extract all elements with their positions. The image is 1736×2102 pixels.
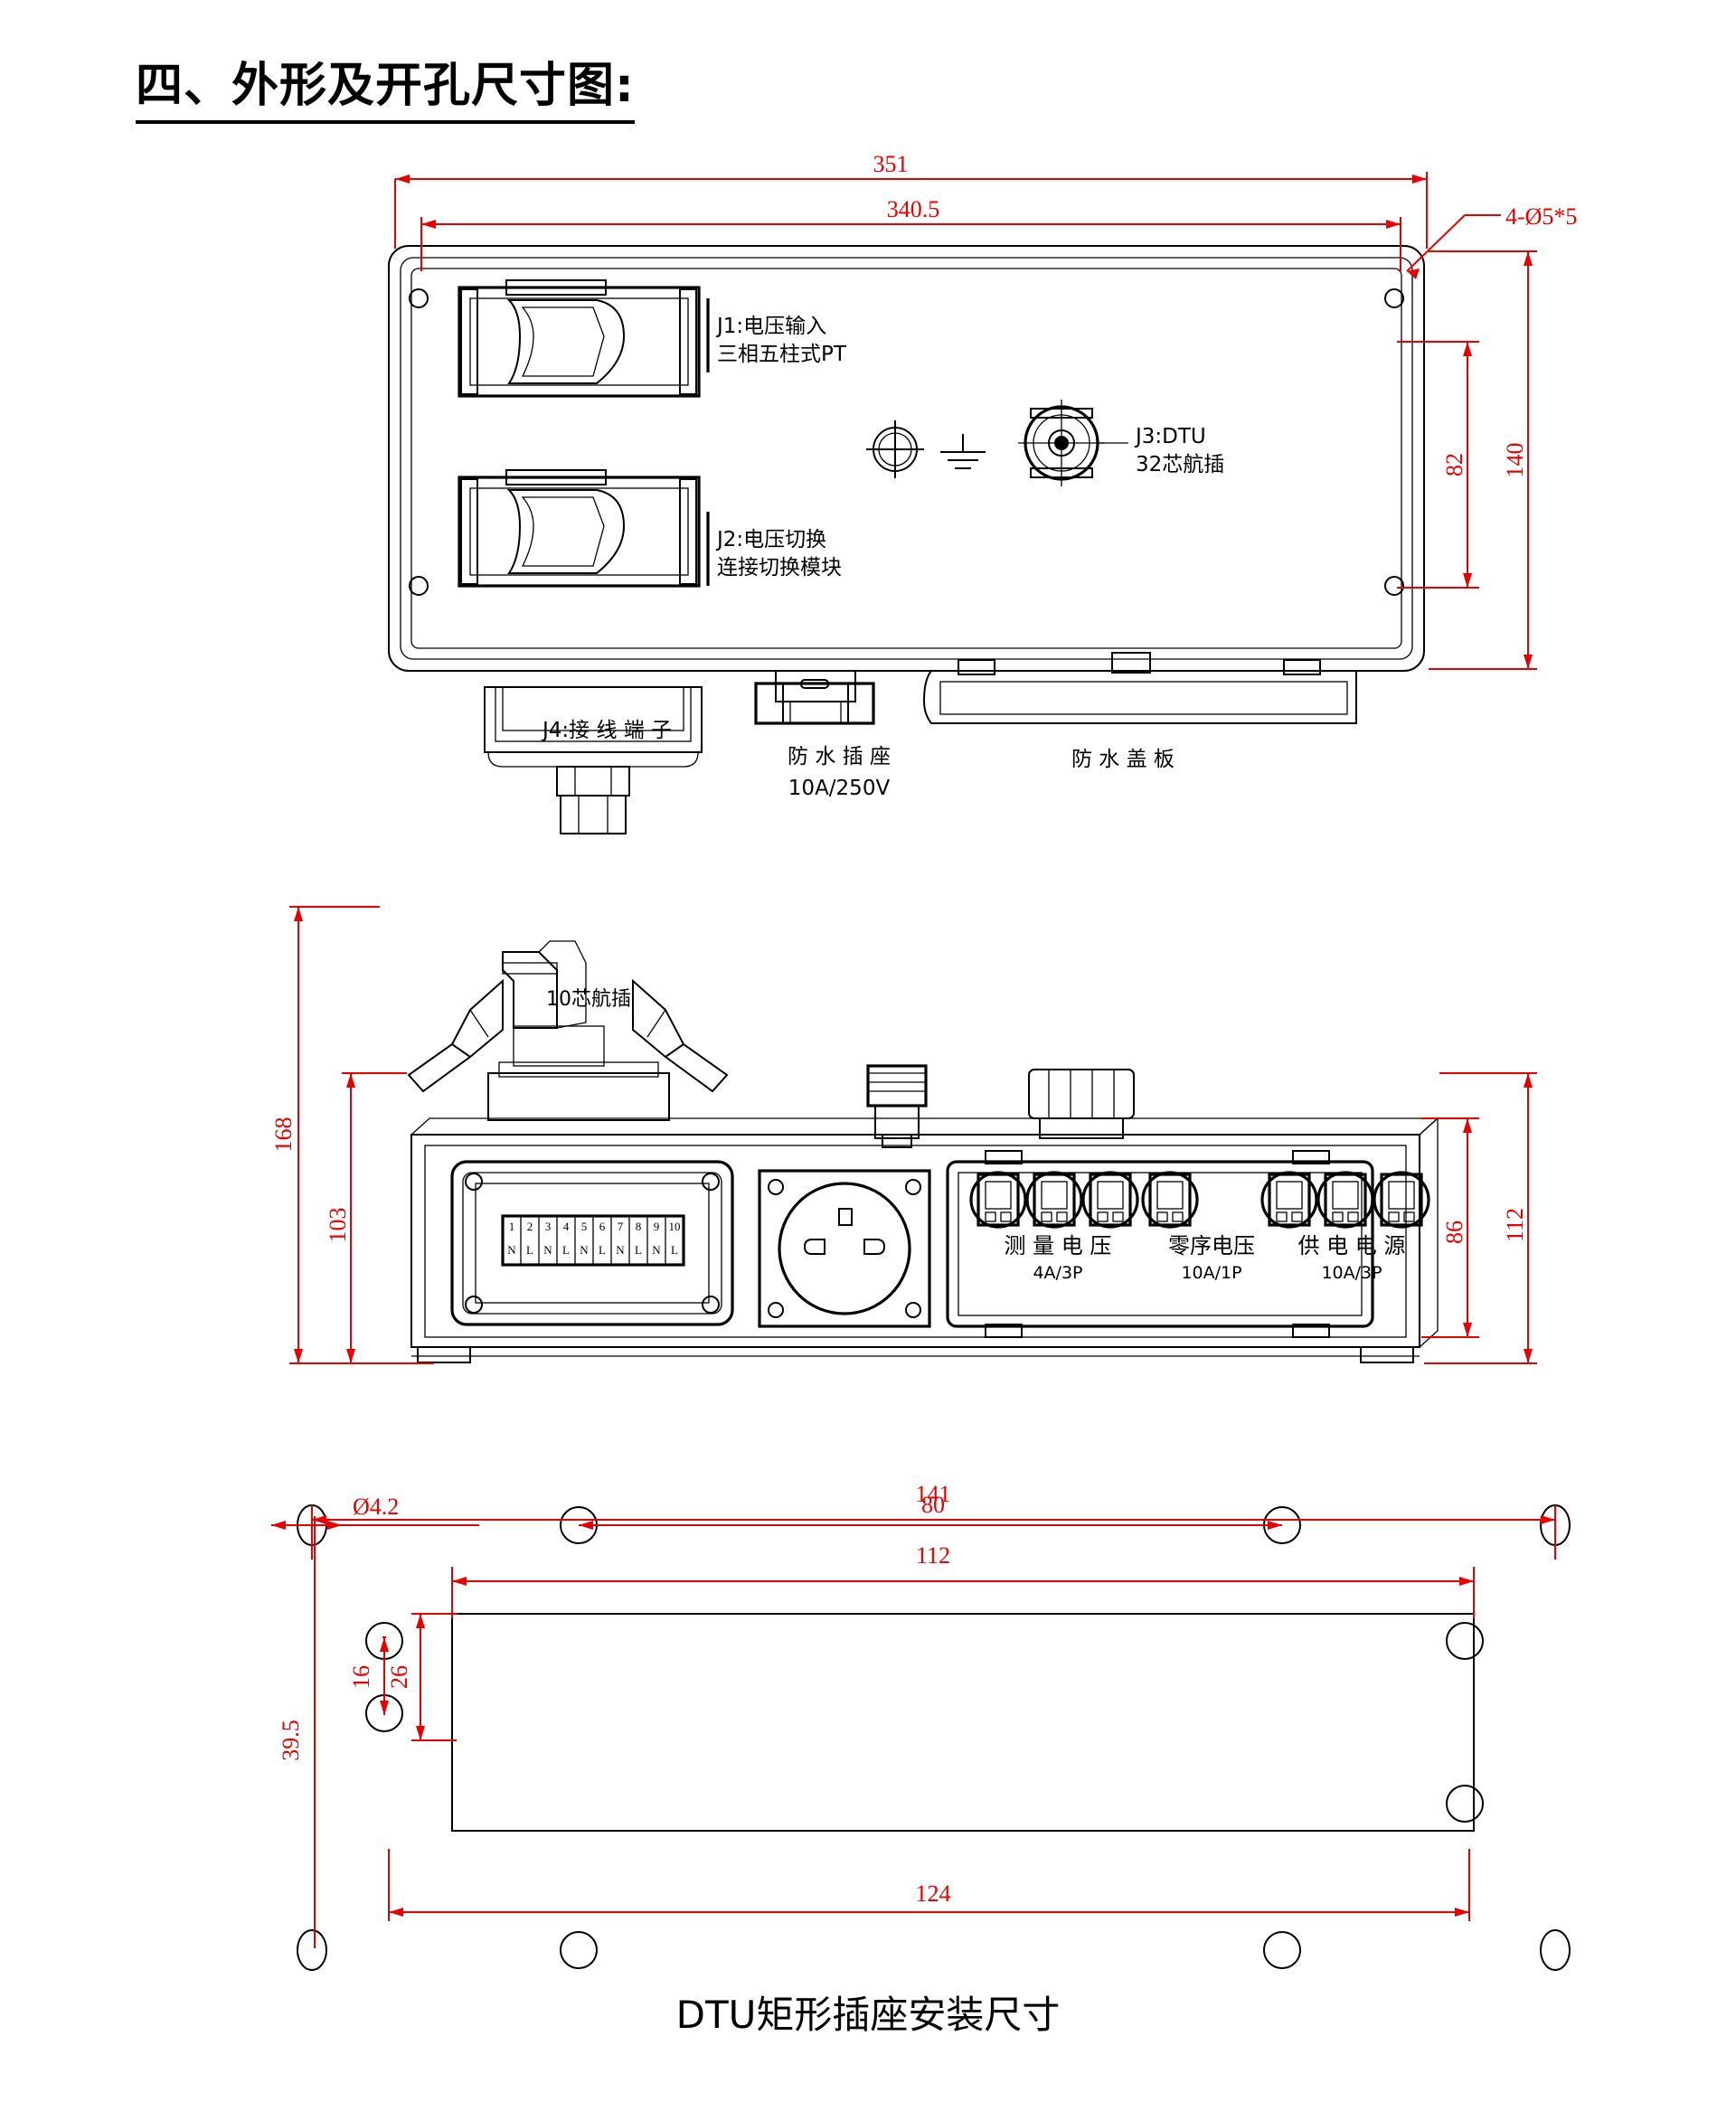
terminal-number: 10	[669, 1220, 681, 1233]
breaker-pole[interactable]	[1081, 1171, 1139, 1229]
terminal-number: 3	[545, 1220, 552, 1233]
terminal-number: 5	[581, 1220, 588, 1233]
terminal-sublabel: L	[599, 1243, 606, 1257]
breaker-group-label-0: 测 量 电 压 4A/3P	[1004, 1233, 1112, 1283]
terminal-sublabel: N	[652, 1243, 661, 1257]
terminal-sublabel: N	[616, 1243, 625, 1257]
terminal-sublabel: N	[580, 1243, 589, 1257]
terminal-number: 8	[636, 1220, 642, 1233]
terminal-number: 2	[527, 1220, 533, 1233]
dim-112-mount: 112	[916, 1542, 950, 1569]
earth-ground-icon	[940, 434, 986, 469]
breaker-pole[interactable]	[1316, 1171, 1374, 1229]
dim-82: 82	[1441, 453, 1467, 476]
breaker-pole[interactable]	[1373, 1171, 1430, 1229]
mounting-view-graphic: 141 80 112 124 39.5	[271, 1481, 1571, 1971]
terminal-number: 6	[599, 1220, 606, 1233]
dim-26: 26	[386, 1665, 412, 1689]
callout-j3: J3:DTU 32芯航插	[1136, 425, 1225, 477]
dim-103: 103	[325, 1208, 351, 1243]
breaker-pole[interactable]	[1260, 1171, 1318, 1229]
dim-112-front: 112	[1502, 1208, 1528, 1242]
dim-340-5: 340.5	[887, 196, 940, 222]
terminal-sublabel: L	[526, 1243, 533, 1257]
breaker-group-label-1: 零序电压 10A/1P	[1168, 1233, 1255, 1283]
dim-168: 168	[270, 1117, 297, 1153]
dim-140: 140	[1502, 443, 1528, 478]
dim-141: 141	[916, 1481, 951, 1507]
dim-124: 124	[916, 1880, 951, 1907]
breaker-pole[interactable]	[1141, 1171, 1199, 1229]
callout-j1: J1:电压输入 三相五柱式PT	[717, 315, 846, 367]
top-view-graphic: 351 340.5 140 82	[388, 151, 1577, 834]
callout-j2: J2:电压切换 连接切换模块	[717, 528, 842, 580]
dim-86: 86	[1441, 1221, 1467, 1244]
terminal-sublabel: N	[543, 1243, 552, 1257]
dim-80: 80	[921, 1492, 945, 1518]
note-d4-2: Ø4.2	[353, 1494, 399, 1520]
dim-16: 16	[348, 1665, 374, 1689]
breaker-pole[interactable]	[1025, 1171, 1083, 1229]
callout-waterproof-cover: 防 水 盖 板	[1071, 748, 1175, 771]
dim-39-5: 39.5	[278, 1720, 304, 1761]
callout-waterproof-socket: 防 水 插 座 10A/250V	[788, 745, 891, 800]
terminal-sublabel: L	[562, 1243, 570, 1257]
page-title: 四、外形及开孔尺寸图:	[136, 47, 635, 124]
terminal-number: 1	[509, 1220, 515, 1233]
breaker-pole[interactable]	[969, 1171, 1027, 1229]
callout-j4: J4:接 线 端 子	[542, 719, 673, 742]
note-4-d5x5: 4-Ø5*5	[1505, 203, 1577, 230]
bottom-caption: DTU矩形插座安装尺寸	[675, 1993, 1061, 2037]
callout-10core: 10芯航插	[546, 988, 631, 1011]
aviation-connector-10core	[407, 940, 729, 1121]
dim-351: 351	[873, 151, 909, 177]
terminal-number: 4	[563, 1220, 570, 1233]
terminal-sublabel: N	[507, 1243, 516, 1257]
terminal-sublabel: L	[635, 1243, 642, 1257]
terminal-number: 9	[654, 1220, 660, 1233]
terminal-number: 7	[618, 1220, 624, 1233]
breaker-group-label-2: 供 电 电 源 10A/3P	[1297, 1233, 1406, 1283]
terminal-sublabel: L	[671, 1243, 678, 1257]
